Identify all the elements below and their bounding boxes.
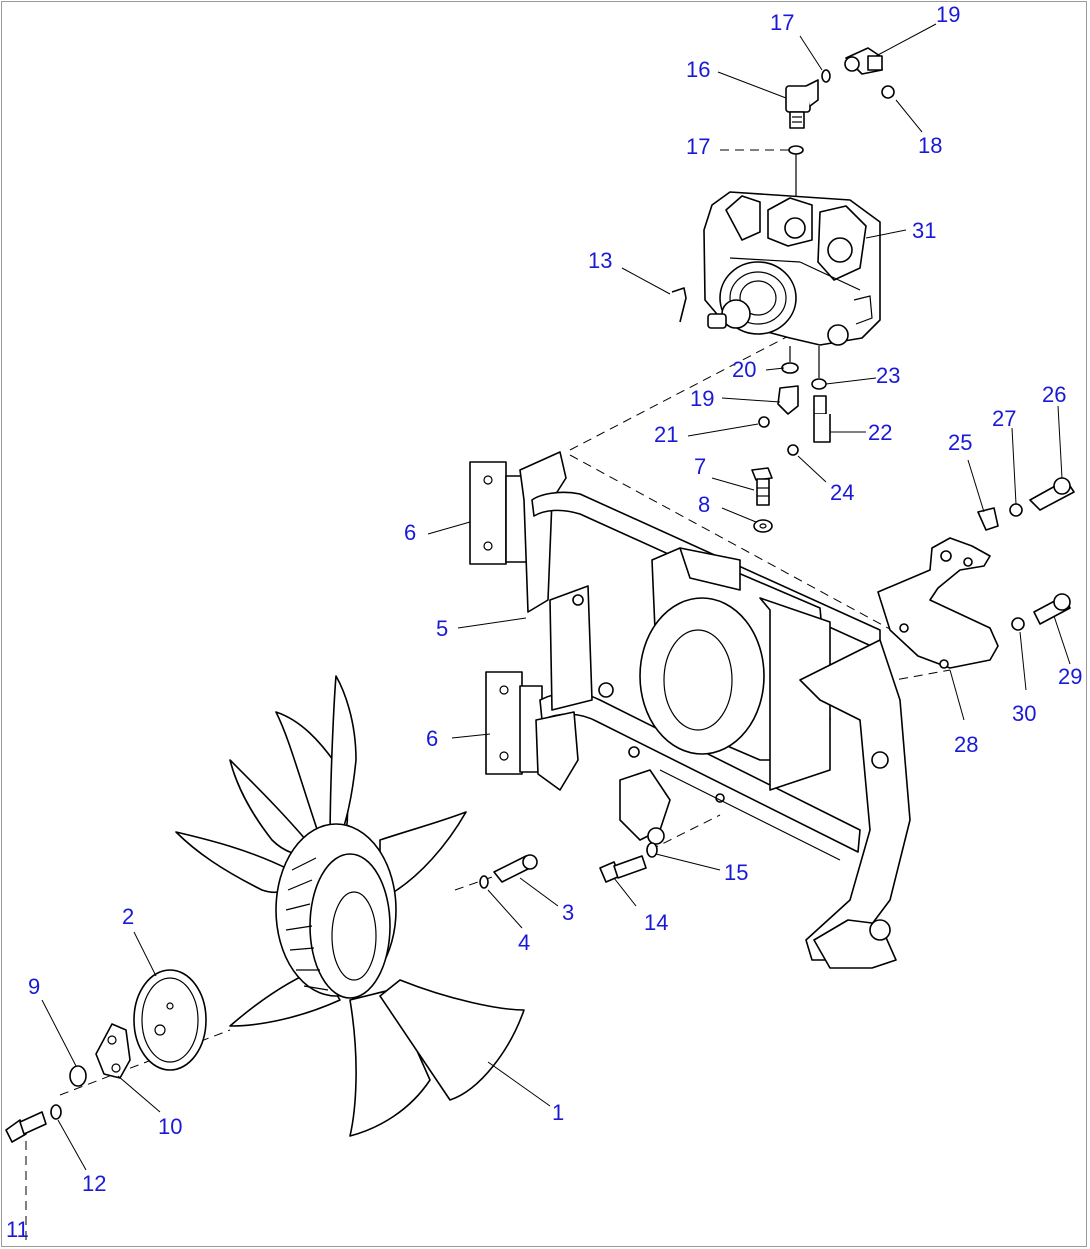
callout-1: 1 [552, 1100, 564, 1125]
callout-26: 26 [1042, 382, 1066, 407]
callout-4: 4 [518, 930, 530, 955]
callout-17-lower: 17 [686, 134, 710, 159]
callout-28: 28 [954, 732, 978, 757]
callout-12: 12 [82, 1171, 106, 1196]
callout-2: 2 [122, 904, 134, 929]
line-art [5, 23, 1075, 1240]
callout-labels: 17 19 16 17 18 31 13 20 23 19 21 22 7 24… [6, 2, 1082, 1242]
callout-31: 31 [912, 218, 936, 243]
callout-3: 3 [562, 900, 574, 925]
elbow-fitting-16 [785, 79, 819, 129]
callout-24: 24 [830, 480, 854, 505]
bracket-bolt-25-27-26 [977, 477, 1075, 531]
callout-18: 18 [918, 133, 942, 158]
callout-6-lower: 6 [426, 726, 438, 751]
callout-5: 5 [436, 616, 448, 641]
callout-21: 21 [654, 422, 678, 447]
callout-6-upper: 6 [404, 520, 416, 545]
callout-17-top: 17 [770, 10, 794, 35]
plate-10 [95, 1023, 131, 1079]
callout-13: 13 [588, 248, 612, 273]
callout-14: 14 [644, 910, 668, 935]
bolt-11 [5, 1111, 47, 1143]
bolt-3-washer-4 [479, 854, 538, 889]
callout-8: 8 [698, 492, 710, 517]
o-ring-18 [881, 85, 895, 99]
washer-12 [50, 1104, 62, 1120]
shroud-bracket-28 [877, 537, 999, 669]
callout-20: 20 [732, 357, 756, 382]
callout-7: 7 [694, 454, 706, 479]
callout-10: 10 [158, 1114, 182, 1139]
pin-13 [671, 287, 687, 323]
bolt-14-washer-15 [599, 842, 658, 883]
callout-19-lower: 19 [690, 386, 714, 411]
callout-11: 11 [6, 1217, 29, 1242]
callout-23: 23 [876, 363, 900, 388]
callout-30: 30 [1012, 701, 1036, 726]
callout-29: 29 [1058, 664, 1082, 689]
leader-lines [41, 23, 1071, 1171]
bolt-7-washer-8 [751, 467, 773, 533]
hinge-bracket-6-lower [485, 671, 543, 775]
pump-valve-block-31 [703, 191, 881, 346]
callout-15: 15 [724, 860, 748, 885]
o-ring-17-lower [788, 145, 804, 155]
fan-frame-5 [519, 451, 911, 969]
washer-9 [69, 1065, 87, 1087]
bolt-29-washer-30 [1011, 593, 1071, 631]
callout-16: 16 [686, 57, 710, 82]
callout-9: 9 [28, 974, 40, 999]
fitting-19-top [844, 47, 883, 75]
callout-19-top: 19 [936, 2, 960, 27]
callout-22: 22 [868, 420, 892, 445]
callout-27: 27 [992, 406, 1016, 431]
fan-1 [175, 675, 525, 1137]
o-ring-17-top [821, 69, 831, 83]
callout-25: 25 [948, 430, 972, 455]
under-pump-parts [758, 346, 831, 456]
pulley-cover-2 [133, 969, 207, 1071]
